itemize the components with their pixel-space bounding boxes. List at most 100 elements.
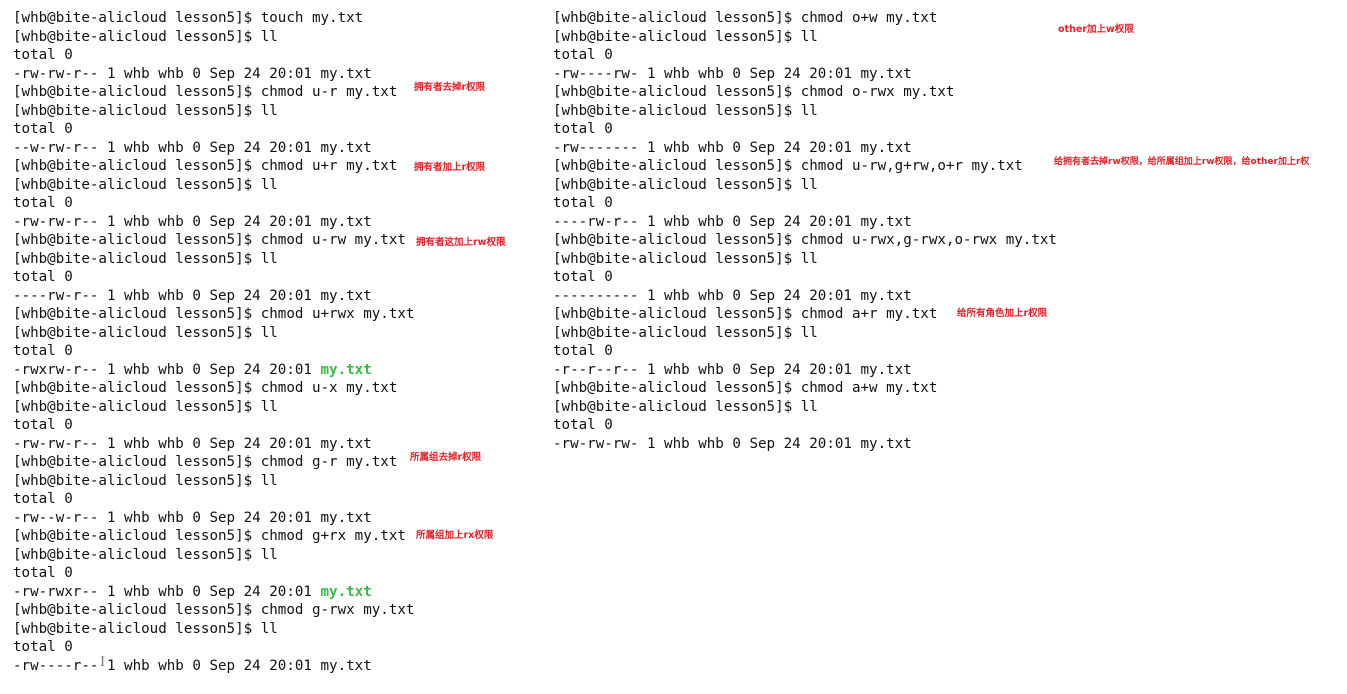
executable-filename: my.txt: [320, 361, 372, 378]
annotation-o-plus-w: other加上w权限: [1058, 24, 1134, 35]
terminal-line: [whb@bite-alicloud lesson5]$ chmod u+rwx…: [13, 305, 414, 324]
terminal-line: total 0: [13, 46, 414, 65]
terminal-line: total 0: [13, 342, 414, 361]
terminal-line: [whb@bite-alicloud lesson5]$ ll: [553, 28, 1057, 47]
terminal-line: ----rw-r-- 1 whb whb 0 Sep 24 20:01 my.t…: [553, 213, 1057, 232]
terminal-line-text: total 0: [13, 639, 73, 655]
terminal-line: [whb@bite-alicloud lesson5]$ ll: [13, 398, 414, 417]
terminal-line: [whb@bite-alicloud lesson5]$ chmod o-rwx…: [553, 83, 1057, 102]
terminal-line: [whb@bite-alicloud lesson5]$ chmod u-rw,…: [553, 157, 1057, 176]
terminal-line: [whb@bite-alicloud lesson5]$ chmod u+r m…: [13, 157, 414, 176]
terminal-line: total 0: [13, 490, 414, 509]
terminal-line: total 0: [553, 342, 1057, 361]
terminal-line-text: [whb@bite-alicloud lesson5]$ touch my.tx…: [13, 10, 364, 26]
terminal-line-text: [whb@bite-alicloud lesson5]$ ll: [13, 324, 278, 341]
terminal-line-text: [whb@bite-alicloud lesson5]$ chmod g-rwx…: [13, 602, 415, 618]
terminal-line: [whb@bite-alicloud lesson5]$ chmod u-rw …: [13, 231, 414, 250]
terminal-line-text: [whb@bite-alicloud lesson5]$ chmod u-rwx…: [553, 232, 1057, 248]
terminal-line: [whb@bite-alicloud lesson5]$ chmod a+w m…: [553, 379, 1057, 398]
terminal-line-text: [whb@bite-alicloud lesson5]$ ll: [13, 472, 278, 489]
terminal-line: -rw--w-r-- 1 whb whb 0 Sep 24 20:01 my.t…: [13, 509, 414, 528]
terminal-line: [whb@bite-alicloud lesson5]$ ll: [553, 324, 1057, 343]
terminal-line: [whb@bite-alicloud lesson5]$ ll: [13, 28, 414, 47]
terminal-line-text: [whb@bite-alicloud lesson5]$ chmod u+rwx…: [13, 306, 415, 322]
terminal-line: -rw-rw-r-- 1 whb whb 0 Sep 24 20:01 my.t…: [13, 213, 414, 232]
terminal-line: ---------- 1 whb whb 0 Sep 24 20:01 my.t…: [553, 287, 1057, 306]
terminal-line: [whb@bite-alicloud lesson5]$ chmod g-r m…: [13, 453, 414, 472]
terminal-line: [whb@bite-alicloud lesson5]$ ll: [13, 620, 414, 639]
terminal-line: [whb@bite-alicloud lesson5]$ chmod u-rwx…: [553, 231, 1057, 250]
terminal-line-text: -rwxrw-r-- 1 whb whb 0 Sep 24 20:01: [13, 361, 321, 378]
terminal-line-text: total 0: [553, 121, 613, 137]
terminal-line: [whb@bite-alicloud lesson5]$ ll: [553, 102, 1057, 121]
terminal-line: -rwxrw-r-- 1 whb whb 0 Sep 24 20:01 my.t…: [13, 361, 414, 380]
terminal-line: total 0: [13, 416, 414, 435]
terminal-line: [whb@bite-alicloud lesson5]$ chmod g+rx …: [13, 527, 414, 546]
terminal-line-text: -rw-rw-rw- 1 whb whb 0 Sep 24 20:01 my.t…: [553, 435, 912, 452]
terminal-line-text: [whb@bite-alicloud lesson5]$ chmod o-rwx…: [553, 84, 955, 100]
terminal-line: total 0: [13, 194, 414, 213]
terminal-line-text: [whb@bite-alicloud lesson5]$ chmod u-rw …: [13, 232, 406, 248]
terminal-line: [whb@bite-alicloud lesson5]$ ll: [553, 176, 1057, 195]
terminal-line: total 0: [553, 46, 1057, 65]
terminal-line-text: [whb@bite-alicloud lesson5]$ chmod a+w m…: [553, 380, 938, 396]
terminal-line: -r--r--r-- 1 whb whb 0 Sep 24 20:01 my.t…: [553, 361, 1057, 380]
annotation-g-plus-rx: 所属组加上rx权限: [416, 530, 494, 541]
terminal-line-text: -rw----r-- 1 whb whb 0 Sep 24 20:01 my.t…: [13, 657, 372, 674]
terminal-line-text: [whb@bite-alicloud lesson5]$ chmod g-r m…: [13, 454, 398, 470]
terminal-line: total 0: [13, 268, 414, 287]
terminal-line-text: [whb@bite-alicloud lesson5]$ ll: [553, 102, 818, 119]
terminal-line-text: [whb@bite-alicloud lesson5]$ ll: [13, 398, 278, 415]
terminal-line-text: total 0: [553, 343, 613, 359]
terminal-line-text: [whb@bite-alicloud lesson5]$ ll: [13, 546, 278, 563]
terminal-line-text: [whb@bite-alicloud lesson5]$ ll: [13, 102, 278, 119]
terminal-line: [whb@bite-alicloud lesson5]$ ll: [13, 324, 414, 343]
terminal-line: ----rw-r-- 1 whb whb 0 Sep 24 20:01 my.t…: [13, 287, 414, 306]
terminal-line-text: [whb@bite-alicloud lesson5]$ ll: [553, 250, 818, 267]
terminal-line-text: total 0: [13, 47, 73, 63]
terminal-line: [whb@bite-alicloud lesson5]$ ll: [13, 102, 414, 121]
terminal-line: -rw-rw-r-- 1 whb whb 0 Sep 24 20:01 my.t…: [13, 435, 414, 454]
terminal-line: [whb@bite-alicloud lesson5]$ ll: [13, 176, 414, 195]
terminal-line-text: [whb@bite-alicloud lesson5]$ chmod u-x m…: [13, 380, 398, 396]
terminal-line: [whb@bite-alicloud lesson5]$ ll: [553, 250, 1057, 269]
terminal-line-text: ----rw-r-- 1 whb whb 0 Sep 24 20:01 my.t…: [553, 213, 912, 230]
terminal-line-text: [whb@bite-alicloud lesson5]$ ll: [553, 398, 818, 415]
terminal-line-text: [whb@bite-alicloud lesson5]$ ll: [13, 176, 278, 193]
terminal-line-text: -rw-rw-r-- 1 whb whb 0 Sep 24 20:01 my.t…: [13, 65, 372, 82]
terminal-line-text: [whb@bite-alicloud lesson5]$ ll: [553, 324, 818, 341]
terminal-line: -rw----r-- 1 whb whb 0 Sep 24 20:01 my.t…: [13, 657, 414, 676]
terminal-line-text: total 0: [13, 417, 73, 433]
terminal-line-text: [whb@bite-alicloud lesson5]$ chmod u-rw,…: [553, 158, 1023, 174]
text-cursor-icon: I: [100, 655, 106, 670]
terminal-line: [whb@bite-alicloud lesson5]$ ll: [553, 398, 1057, 417]
annotation-u-minus-rw: 拥有者这加上rw权限: [416, 237, 506, 248]
terminal-line: total 0: [13, 120, 414, 139]
terminal-line-text: total 0: [13, 195, 73, 211]
terminal-line-text: [whb@bite-alicloud lesson5]$ ll: [13, 28, 278, 45]
terminal-line-text: total 0: [13, 491, 73, 507]
terminal-line: total 0: [553, 194, 1057, 213]
terminal-line-text: total 0: [13, 121, 73, 137]
terminal-line: -rw----rw- 1 whb whb 0 Sep 24 20:01 my.t…: [553, 65, 1057, 84]
terminal-line-text: --w-rw-r-- 1 whb whb 0 Sep 24 20:01 my.t…: [13, 139, 372, 156]
terminal-line-text: -rw-rw-r-- 1 whb whb 0 Sep 24 20:01 my.t…: [13, 213, 372, 230]
terminal-line-text: -rw--w-r-- 1 whb whb 0 Sep 24 20:01 my.t…: [13, 509, 372, 526]
terminal-output-right: [whb@bite-alicloud lesson5]$ chmod o+w m…: [553, 9, 1057, 453]
terminal-line: [whb@bite-alicloud lesson5]$ ll: [13, 250, 414, 269]
terminal-line-text: [whb@bite-alicloud lesson5]$ chmod a+r m…: [553, 306, 938, 322]
terminal-line-text: -rw-rwxr-- 1 whb whb 0 Sep 24 20:01: [13, 583, 321, 600]
terminal-line: [whb@bite-alicloud lesson5]$ ll: [13, 472, 414, 491]
terminal-line-text: [whb@bite-alicloud lesson5]$ chmod u-r m…: [13, 84, 398, 100]
executable-filename: my.txt: [320, 583, 372, 600]
terminal-line-text: -r--r--r-- 1 whb whb 0 Sep 24 20:01 my.t…: [553, 361, 912, 378]
terminal-line-text: total 0: [553, 195, 613, 211]
terminal-line-text: total 0: [13, 565, 73, 581]
terminal-line: total 0: [553, 120, 1057, 139]
terminal-line-text: total 0: [553, 269, 613, 285]
terminal-line: total 0: [553, 416, 1057, 435]
terminal-line: -rw------- 1 whb whb 0 Sep 24 20:01 my.t…: [553, 139, 1057, 158]
terminal-line: total 0: [13, 638, 414, 657]
terminal-line-text: [whb@bite-alicloud lesson5]$ ll: [13, 250, 278, 267]
terminal-output-left: [whb@bite-alicloud lesson5]$ touch my.tx…: [13, 9, 414, 675]
